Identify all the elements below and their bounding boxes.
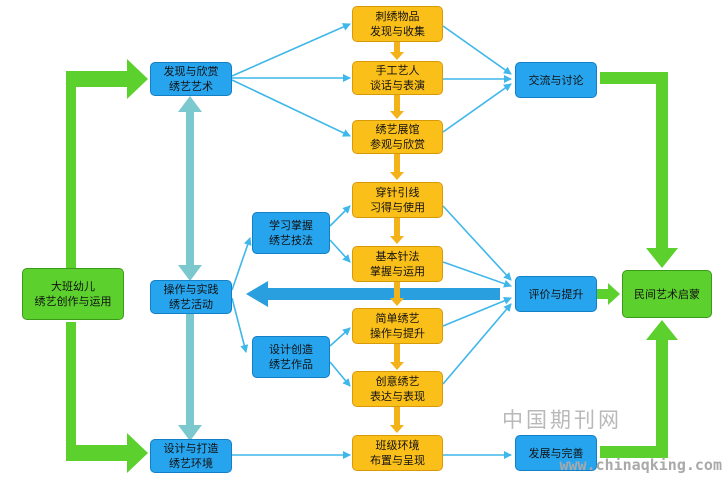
arrow-creative-to-evaluate (442, 303, 512, 385)
arrow-item-to-exchange (442, 25, 512, 75)
arrow-threading-to-evaluate (442, 205, 512, 281)
node-simple-emb: 简单绣艺 操作与提升 (352, 308, 443, 344)
arrow-design-to-simple (329, 327, 351, 347)
node-design-env: 设计与打造 绣艺环境 (150, 439, 232, 473)
arrow-design-to-creative (329, 361, 351, 387)
green-arrow-evaluate-to-enlighten (594, 283, 620, 305)
node-design-work: 设计创造 绣艺作品 (252, 336, 330, 378)
green-arrow-exchange-to-enlighten (600, 72, 678, 268)
orange-arrow-1 (390, 40, 404, 60)
node-evaluate: 评价与提升 (515, 276, 597, 312)
arrow-exhibit-to-exchange (442, 83, 512, 133)
green-arrow-start-to-design-env (66, 322, 148, 473)
node-operate: 操作与实践 绣艺活动 (150, 280, 232, 314)
node-class-env: 班级环境 布置与呈现 (352, 435, 443, 471)
node-creative-emb: 创意绣艺 表达与表现 (352, 371, 443, 407)
orange-arrows (390, 40, 404, 433)
node-develop: 发展与完善 (515, 435, 597, 471)
orange-arrow-2 (390, 93, 404, 119)
node-enlighten: 民间艺术启蒙 (622, 270, 712, 318)
double-arrow-discover-operate (178, 96, 202, 281)
node-item-found: 刺绣物品 发现与收集 (352, 6, 443, 42)
watermark-cn: 中国期刊网 (502, 408, 622, 432)
orange-arrow-7 (390, 405, 404, 433)
arrow-learn-to-threading (329, 205, 351, 227)
node-artisan: 手工艺人 谈话与表演 (352, 61, 443, 95)
node-discover: 发现与欣赏 绣艺艺术 (150, 62, 232, 96)
arrow-operate-to-learn (231, 237, 252, 291)
node-start: 大班幼儿 绣艺创作与运用 (22, 268, 124, 320)
arrow-basic-to-evaluate (442, 261, 512, 288)
orange-arrow-4 (390, 216, 404, 244)
green-arrow-start-to-discover (66, 59, 148, 268)
arrow-learn-to-basic (329, 239, 351, 263)
node-exchange: 交流与讨论 (515, 62, 597, 98)
double-arrows (178, 96, 202, 441)
green-flow-arrows (66, 59, 678, 473)
blue-feedback-arrow (246, 281, 500, 307)
arrow-discover-to-exhibit (231, 79, 351, 137)
green-arrow-develop-to-enlighten (600, 320, 678, 458)
node-threading: 穿针引线 习得与使用 (352, 182, 443, 218)
watermark-url: www.chinaqking.com (559, 456, 722, 474)
orange-arrow-6 (390, 344, 404, 370)
arrow-discover-to-item (231, 23, 351, 77)
orange-arrow-3 (390, 152, 404, 180)
thin-arrows (231, 23, 512, 459)
arrow-simple-to-evaluate (442, 296, 512, 327)
double-arrow-operate-design (178, 294, 202, 441)
orange-arrow-5 (390, 282, 404, 306)
node-learn-skill: 学习掌握 绣艺技法 (252, 212, 330, 254)
arrow-operate-to-design-work (231, 297, 249, 353)
node-basic-stitch: 基本针法 掌握与运用 (352, 246, 443, 282)
node-exhibit: 绣艺展馆 参观与欣赏 (352, 120, 443, 154)
